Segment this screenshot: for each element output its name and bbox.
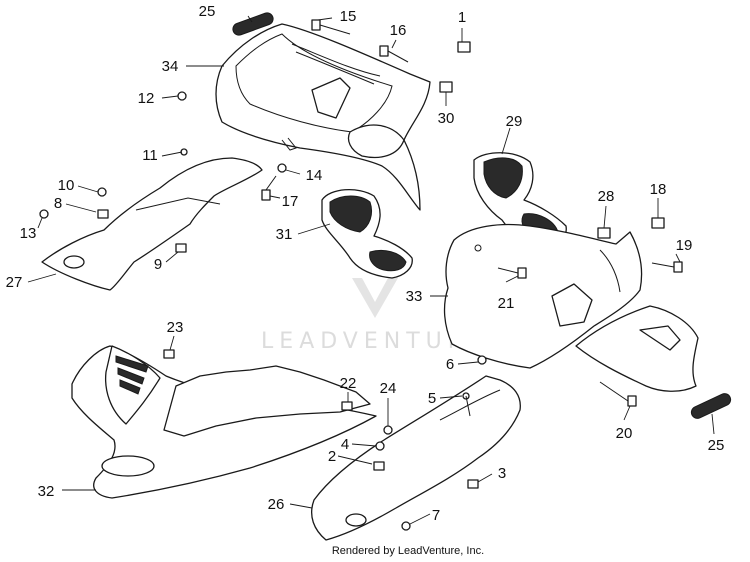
callout-4: 4	[341, 436, 349, 453]
callout-14: 14	[306, 167, 323, 184]
callout-18: 18	[650, 181, 667, 198]
callout-29: 29	[506, 113, 523, 130]
callout-3: 3	[498, 465, 506, 482]
part-clip-23	[163, 349, 175, 359]
callout-16: 16	[390, 22, 407, 39]
callout-24: 24	[380, 380, 397, 397]
part-nut-18	[651, 217, 665, 229]
callout-6: 6	[446, 356, 454, 373]
part-nut-1	[457, 41, 471, 53]
part-reflector-strip-bottom	[690, 393, 732, 419]
callout-34: 34	[162, 58, 179, 75]
part-screw-12	[177, 91, 187, 101]
part-screw-24	[383, 425, 393, 435]
part-clip-3	[467, 479, 479, 489]
part-bolt-15	[311, 19, 351, 35]
part-screw-10	[97, 187, 107, 197]
part-clip-8	[97, 209, 109, 219]
part-screw-7	[401, 521, 411, 531]
callout-13: 13	[20, 225, 37, 242]
callout-17: 17	[282, 193, 299, 210]
part-screw-13	[39, 209, 49, 219]
part-clip-22	[341, 401, 353, 411]
callout-23: 23	[167, 319, 184, 336]
callout-10: 10	[58, 177, 75, 194]
callout-32: 32	[38, 483, 55, 500]
callout-19: 19	[676, 237, 693, 254]
part-screw-4	[375, 441, 385, 451]
part-right-fairing-panel	[443, 223, 643, 369]
part-mesh-duct-left	[321, 189, 413, 279]
callout-5: 5	[428, 390, 436, 407]
callout-22: 22	[340, 375, 357, 392]
part-left-bracket	[41, 157, 263, 291]
part-nut-28	[597, 227, 611, 239]
callout-7: 7	[432, 507, 440, 524]
callout-11: 11	[142, 147, 158, 164]
callout-labels: 1 2 3 4 5 6 7 8 9 10 11 12 13 14 15 16 1…	[6, 3, 725, 524]
callout-9: 9	[154, 256, 162, 273]
callout-1: 1	[458, 9, 466, 26]
part-lower-right-bracket	[575, 305, 699, 392]
callout-2: 2	[328, 448, 336, 465]
callout-26: 26	[268, 496, 285, 513]
part-nut-30	[439, 81, 453, 93]
part-reflector-strip-top	[232, 12, 274, 36]
part-bolt-17	[261, 175, 277, 201]
part-clip-2	[373, 461, 385, 471]
callout-21: 21	[498, 295, 515, 312]
leader-lines	[27, 15, 715, 525]
part-lower-side-strip	[311, 375, 521, 541]
part-bolt-19	[651, 261, 683, 273]
watermark-text: LEADVENTURE	[261, 329, 489, 354]
callout-30: 30	[438, 110, 455, 127]
callout-28: 28	[598, 188, 615, 205]
part-screw-14	[277, 163, 287, 173]
part-bolt-21	[497, 267, 527, 279]
part-bolt-5	[462, 392, 471, 417]
callout-31: 31	[276, 226, 293, 243]
callout-25-bottom: 25	[708, 437, 725, 454]
render-credit: Rendered by LeadVenture, Inc.	[332, 545, 484, 557]
watermark: LEADVENTURE	[261, 278, 489, 354]
callout-12: 12	[138, 90, 155, 107]
part-belly-fairing	[71, 345, 377, 499]
callout-33: 33	[406, 288, 423, 305]
part-upper-fairing	[215, 23, 431, 211]
callout-20: 20	[616, 425, 633, 442]
part-clip-9	[175, 243, 187, 253]
callout-27: 27	[6, 274, 23, 291]
callout-8: 8	[54, 195, 62, 212]
callout-15: 15	[340, 8, 357, 25]
watermark-logo-icon	[352, 278, 398, 318]
part-bolt-16	[379, 45, 409, 63]
part-screw-6	[477, 355, 487, 365]
callout-25-top: 25	[199, 3, 216, 20]
part-bolt-20	[599, 381, 637, 407]
